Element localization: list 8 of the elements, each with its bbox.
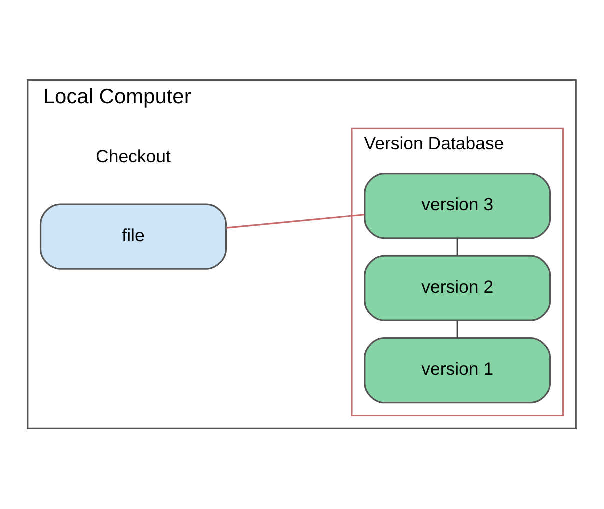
connector — [226, 214, 364, 229]
node-box: version 1 — [364, 338, 552, 404]
node-box: version 3 — [364, 173, 552, 240]
connector — [456, 238, 458, 256]
node-box: file — [40, 204, 228, 270]
connector — [456, 320, 458, 338]
node-box: version 2 — [364, 255, 552, 322]
node-label: Checkout — [96, 146, 171, 166]
